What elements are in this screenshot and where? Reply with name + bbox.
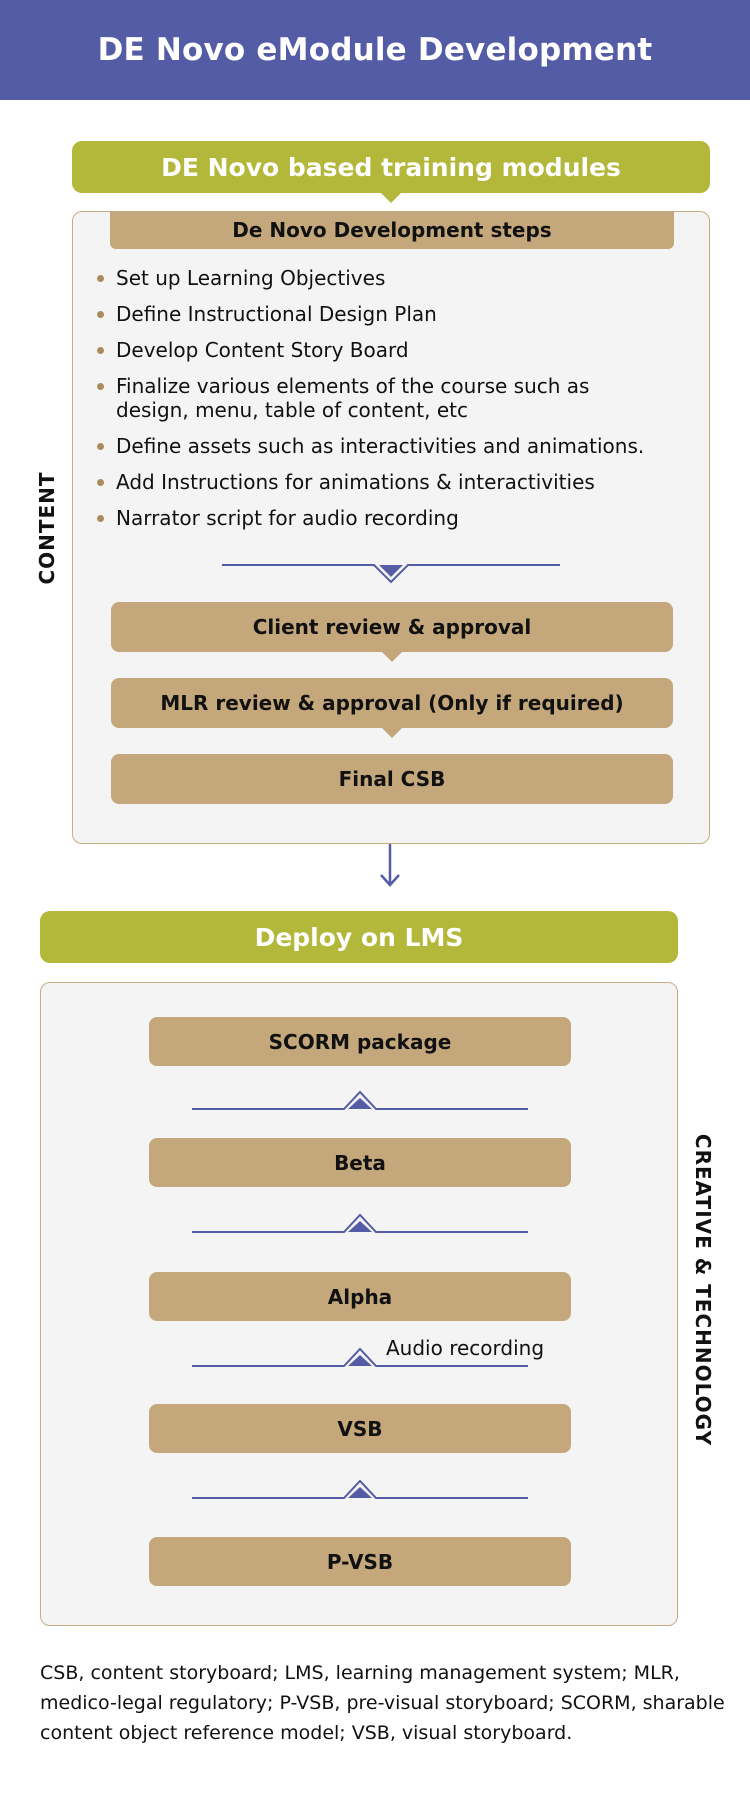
stage-label: SCORM package	[268, 1029, 452, 1054]
deploy-banner-label: Deploy on LMS	[254, 922, 464, 952]
top-banner-label: DE Novo based training modules	[161, 152, 621, 182]
stage-vsb: VSB	[149, 1404, 571, 1453]
up-chevron-connector	[192, 1347, 528, 1367]
stage-alpha: Alpha	[149, 1272, 571, 1321]
stage-label: VSB	[337, 1416, 383, 1441]
footnote: CSB, content storyboard; LMS, learning m…	[40, 1662, 725, 1744]
client-review-pointer	[382, 652, 402, 662]
header-bar: DE Novo eModule Development	[0, 0, 750, 100]
list-item: Define assets such as interactivities an…	[96, 434, 656, 458]
list-item: Narrator script for audio recording	[96, 506, 656, 530]
down-chevron-connector	[222, 564, 560, 584]
list-item: Add Instructions for animations & intera…	[96, 470, 656, 494]
final-csb-box: Final CSB	[111, 754, 673, 804]
down-arrow-icon	[380, 844, 400, 887]
list-item: Develop Content Story Board	[96, 338, 656, 362]
mlr-review-box: MLR review & approval (Only if required)	[111, 678, 673, 738]
up-chevron-connector	[192, 1213, 528, 1233]
list-item: Finalize various elements of the course …	[96, 374, 656, 422]
up-chevron-connector	[192, 1479, 528, 1499]
stage-label: P-VSB	[326, 1549, 394, 1574]
content-side-label: CONTENT	[35, 471, 59, 585]
list-item: Set up Learning Objectives	[96, 266, 656, 290]
page-title: DE Novo eModule Development	[97, 32, 653, 68]
creative-technology-side-label: CREATIVE & TECHNOLOGY	[691, 1133, 715, 1447]
top-banner: DE Novo based training modules	[72, 141, 710, 203]
client-review-box: Client review & approval	[111, 602, 673, 662]
mlr-review-pointer	[382, 728, 402, 738]
client-review-label: Client review & approval	[252, 615, 532, 639]
content-panel	[72, 211, 710, 844]
mlr-review-label: MLR review & approval (Only if required)	[160, 691, 624, 715]
final-csb-label: Final CSB	[338, 767, 446, 791]
up-chevron-connector	[192, 1090, 528, 1110]
stage-p-vsb: P-VSB	[149, 1537, 571, 1586]
steps-header: De Novo Development steps	[110, 211, 674, 249]
stage-beta: Beta	[149, 1138, 571, 1187]
stage-label: Alpha	[327, 1284, 393, 1309]
list-item: Define Instructional Design Plan	[96, 302, 656, 326]
top-banner-pointer	[381, 193, 401, 203]
steps-header-label: De Novo Development steps	[232, 218, 552, 242]
stage-scorm-package: SCORM package	[149, 1017, 571, 1066]
steps-list: Set up Learning Objectives Define Instru…	[96, 266, 656, 542]
deploy-banner: Deploy on LMS	[40, 911, 678, 963]
stage-label: Beta	[334, 1150, 386, 1175]
audio-recording-note: Audio recording	[386, 1336, 545, 1360]
